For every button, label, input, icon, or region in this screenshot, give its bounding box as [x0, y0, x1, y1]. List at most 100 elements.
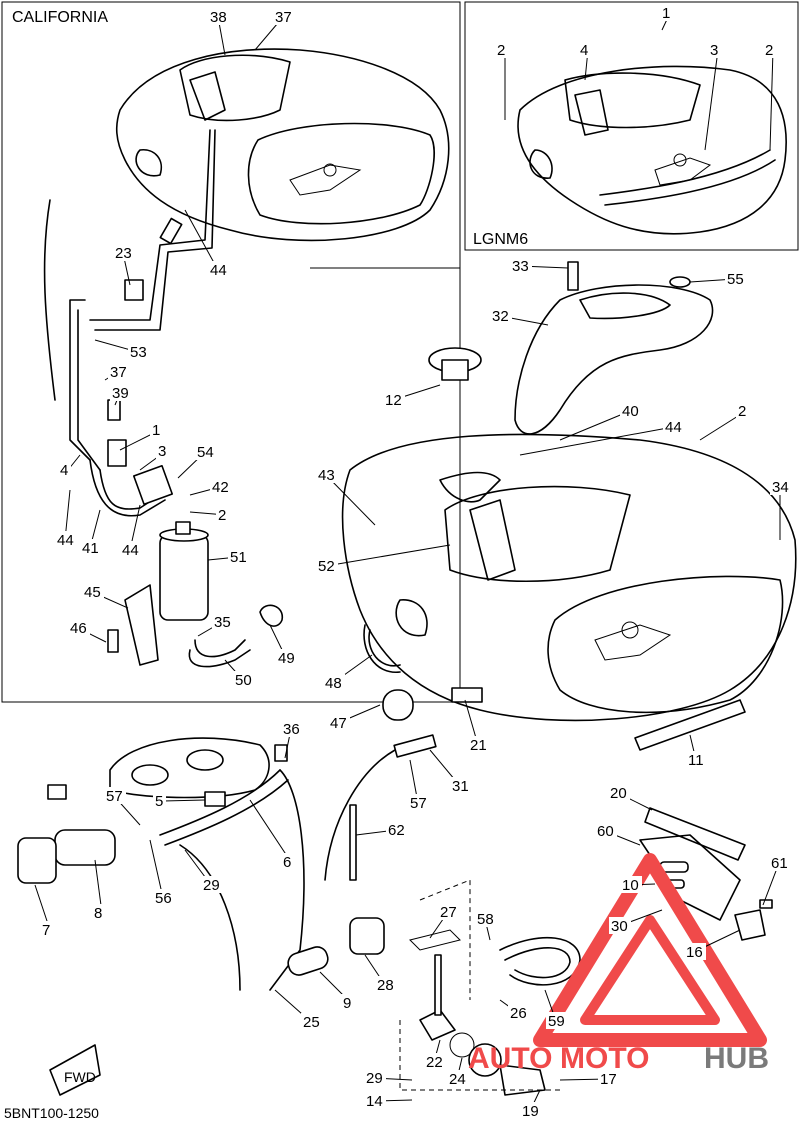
callout-bg — [108, 363, 130, 380]
callout-number: 44 — [665, 419, 682, 436]
callout-bg — [375, 976, 397, 993]
callout-number: 2 — [738, 403, 746, 420]
callout-number: 47 — [330, 715, 347, 732]
callout-number: 44 — [122, 542, 139, 559]
callout-bg — [725, 270, 747, 287]
callout-number: 17 — [600, 1071, 617, 1088]
callout-leader — [184, 209, 219, 271]
callout-bg — [212, 613, 234, 630]
callout-bg — [92, 904, 105, 921]
callout-number: 21 — [470, 737, 487, 754]
callout-leader — [325, 544, 451, 567]
callout-bg — [450, 777, 472, 794]
callout-bg — [708, 41, 721, 58]
callout-number: 19 — [522, 1103, 539, 1120]
callout-bg — [763, 41, 776, 58]
callout-bg — [58, 461, 71, 478]
callout-bg — [153, 889, 175, 906]
callout-number: 2 — [218, 507, 226, 524]
callout-bg — [508, 1004, 530, 1021]
callout-bg — [608, 784, 630, 801]
callout-bg — [578, 41, 591, 58]
callout-bg — [120, 541, 142, 558]
watermark-inner-triangle — [580, 915, 720, 1025]
callout-bg — [598, 1070, 620, 1087]
callout-number: 61 — [771, 855, 788, 872]
callout-bg — [383, 391, 405, 408]
callout-number: 9 — [343, 995, 351, 1012]
callout-number: 48 — [325, 675, 342, 692]
callout-leader — [249, 799, 292, 863]
callout-leader — [162, 799, 206, 802]
callout-number: 60 — [597, 823, 614, 840]
california-label: CALIFORNIA — [12, 9, 108, 26]
watermark-logo: AUTO MOTO HUB — [468, 853, 769, 1075]
callout-number: 27 — [440, 904, 457, 921]
callout-number: 40 — [622, 403, 639, 420]
callout-bg — [364, 1069, 386, 1086]
callout-bg — [68, 619, 90, 636]
callout-bg — [113, 244, 135, 261]
callout-bg — [510, 257, 532, 274]
callout-bg — [495, 41, 508, 58]
callout-number: 4 — [580, 42, 588, 59]
callout-number: 8 — [94, 905, 102, 922]
callout-number: 28 — [377, 977, 394, 994]
callout-bg — [281, 853, 294, 870]
callout-bg — [620, 876, 642, 893]
callout-bg — [210, 478, 232, 495]
callout-number: 57 — [106, 788, 123, 805]
callout-bg — [104, 787, 126, 804]
variant-label: LGNM6 — [473, 231, 528, 248]
callout-bg — [110, 384, 132, 401]
callout-bg — [663, 418, 685, 435]
callout-number: 54 — [197, 444, 214, 461]
callout-number: 10 — [622, 877, 639, 894]
callout-bg — [228, 548, 250, 565]
callout-bg — [316, 557, 338, 574]
callout-leader — [149, 839, 164, 899]
callout-bg — [153, 792, 166, 809]
callout-bg — [276, 649, 298, 666]
callout-bg — [201, 876, 223, 893]
callout-bg — [475, 910, 497, 927]
callout-bg — [328, 714, 350, 731]
callout-number: 3 — [158, 443, 166, 460]
callout-number: 46 — [70, 620, 87, 637]
callout-number: 52 — [318, 558, 335, 575]
callout-number: 49 — [278, 650, 295, 667]
callout-number: 3 — [710, 42, 718, 59]
watermark-triangle — [533, 853, 767, 1047]
callout-bg — [233, 671, 255, 688]
callout-number: 30 — [611, 918, 628, 935]
watermark-word-2: MOTO — [560, 1042, 649, 1075]
callout-number: 12 — [385, 392, 402, 409]
callout-bg — [82, 583, 104, 600]
callout-bg — [769, 854, 791, 871]
callout-leader — [559, 410, 631, 441]
lgnm6-tank — [517, 65, 787, 235]
callout-bg — [301, 1013, 323, 1030]
tank-cover-and-cap — [428, 261, 714, 435]
callout-number: 26 — [510, 1005, 527, 1022]
callout-number: 44 — [210, 262, 227, 279]
callout-number: 29 — [366, 1070, 383, 1087]
callout-bg — [208, 8, 230, 25]
callout-number: 5 — [155, 793, 163, 810]
callout-number: 57 — [410, 795, 427, 812]
callout-number: 11 — [688, 752, 704, 769]
callout-number: 41 — [82, 540, 99, 557]
callout-bg — [447, 1070, 469, 1087]
callout-bg — [55, 531, 77, 548]
callout-bg — [438, 903, 460, 920]
callout-number: 7 — [42, 922, 50, 939]
callout-number: 50 — [235, 672, 252, 689]
tank-small-parts — [363, 624, 746, 751]
callout-bg — [686, 751, 708, 768]
callout-number: 1 — [662, 5, 670, 22]
callout-bg — [364, 1092, 386, 1109]
callout-bg — [620, 402, 642, 419]
callout-number: 6 — [283, 854, 291, 871]
